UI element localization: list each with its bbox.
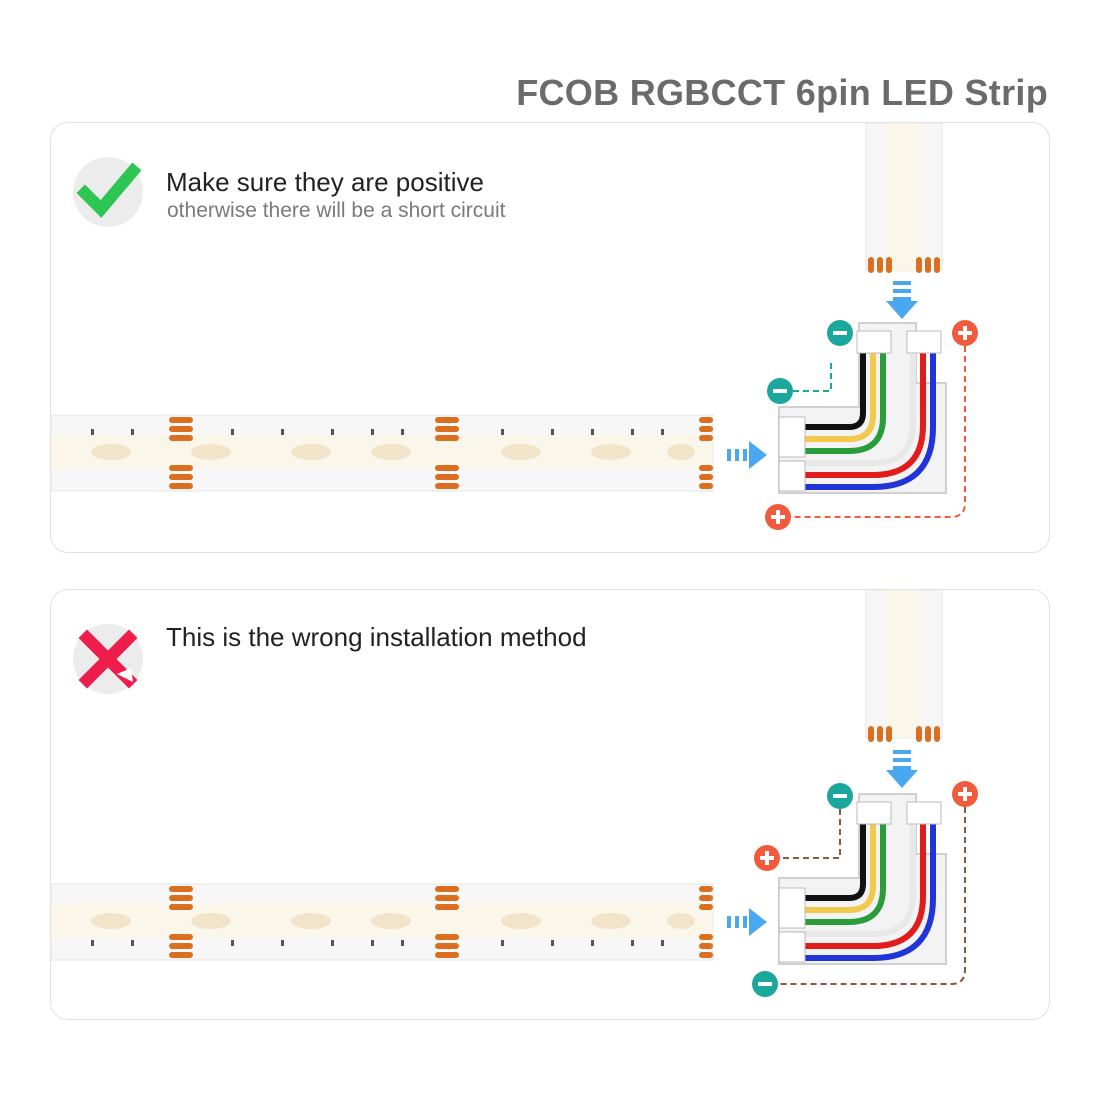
positive-marker-right bbox=[791, 320, 978, 518]
negative-marker-left bbox=[767, 359, 832, 404]
negative-marker-top bbox=[781, 783, 853, 859]
down-arrow-icon bbox=[886, 281, 918, 319]
wrong-headline: This is the wrong installation method bbox=[166, 622, 587, 652]
negative-marker-bottom bbox=[752, 971, 778, 997]
positive-marker-left bbox=[754, 845, 780, 871]
positive-marker-bottom bbox=[765, 504, 791, 530]
green-check-icon bbox=[76, 162, 142, 218]
correct-subline: otherwise there will be a short circuit bbox=[167, 199, 506, 222]
horizontal-led-strip bbox=[51, 414, 714, 492]
vertical-led-strip bbox=[865, 590, 943, 742]
l-shaped-connector bbox=[778, 793, 947, 965]
correct-badge bbox=[73, 157, 143, 227]
page-title: FCOB RGBCCT 6pin LED Strip bbox=[516, 72, 1048, 113]
wrong-badge bbox=[73, 624, 143, 694]
correct-wiring-diagram bbox=[51, 123, 978, 530]
vertical-led-strip bbox=[865, 123, 943, 273]
down-arrow-icon bbox=[886, 750, 918, 788]
wrong-wiring-diagram bbox=[51, 590, 978, 997]
correct-headline: Make sure they are positive bbox=[166, 167, 484, 197]
right-arrow-icon bbox=[727, 441, 767, 469]
wrong-installation-panel: This is the wrong installation method bbox=[50, 589, 1050, 1020]
correct-installation-panel: Make sure they are positive otherwise th… bbox=[50, 122, 1050, 553]
negative-marker-top bbox=[827, 320, 853, 346]
red-cross-icon bbox=[78, 629, 138, 689]
l-shaped-connector bbox=[778, 322, 947, 494]
horizontal-led-strip bbox=[51, 883, 714, 961]
positive-marker-right bbox=[779, 781, 978, 985]
right-arrow-icon bbox=[727, 908, 767, 936]
